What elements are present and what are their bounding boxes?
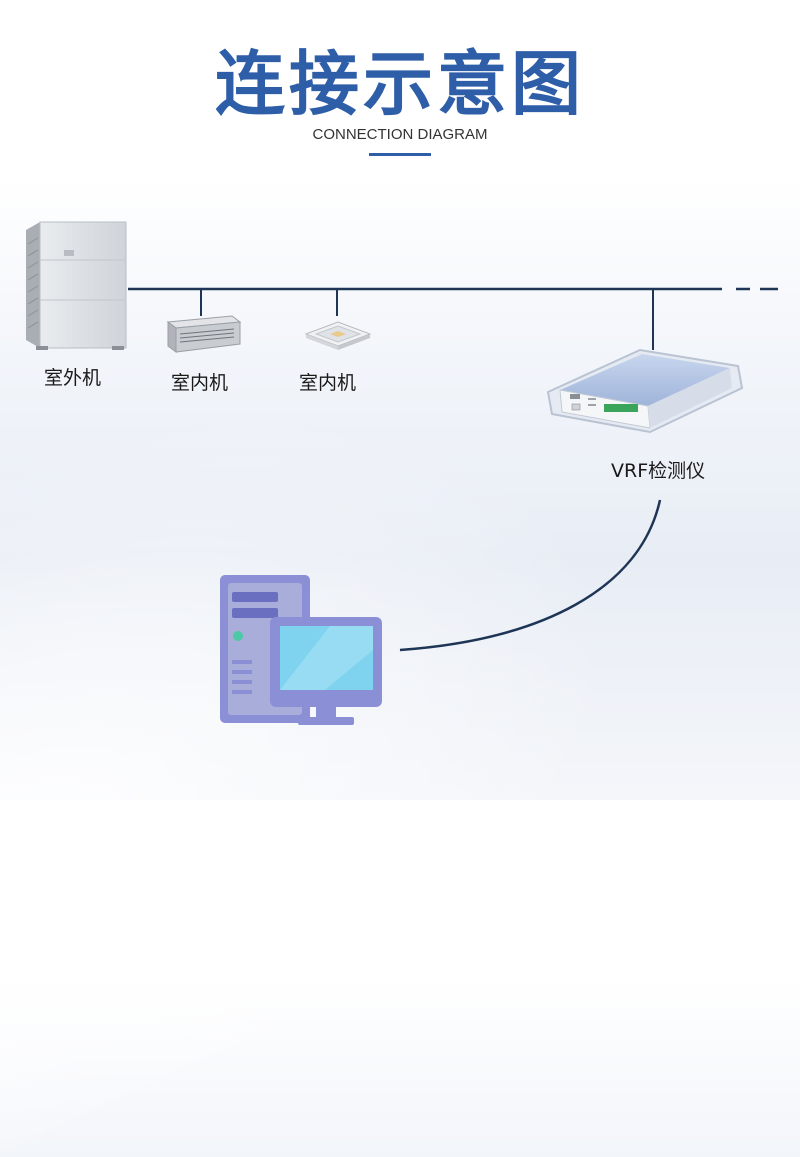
cassette-indoor-unit-icon <box>304 321 372 350</box>
outdoor-ac-unit-icon <box>26 221 127 350</box>
page-title: 连接示意图 <box>215 43 585 125</box>
page-subtitle: CONNECTION DIAGRAM <box>312 126 488 143</box>
vrf-tester-label: VRF检测仪 <box>611 460 706 482</box>
usb-connection-cable <box>399 499 662 652</box>
indoor-unit-1-label: 室内机 <box>171 372 229 394</box>
vrf-tester-device-icon <box>546 348 744 434</box>
desktop-computer-icon <box>220 575 382 725</box>
outdoor-unit-label: 室外机 <box>44 367 102 389</box>
indoor-unit-2-label: 室内机 <box>299 372 357 394</box>
diagram-canvas <box>26 221 778 725</box>
duct-indoor-unit-icon <box>166 315 242 353</box>
subtitle-underline <box>369 153 431 156</box>
